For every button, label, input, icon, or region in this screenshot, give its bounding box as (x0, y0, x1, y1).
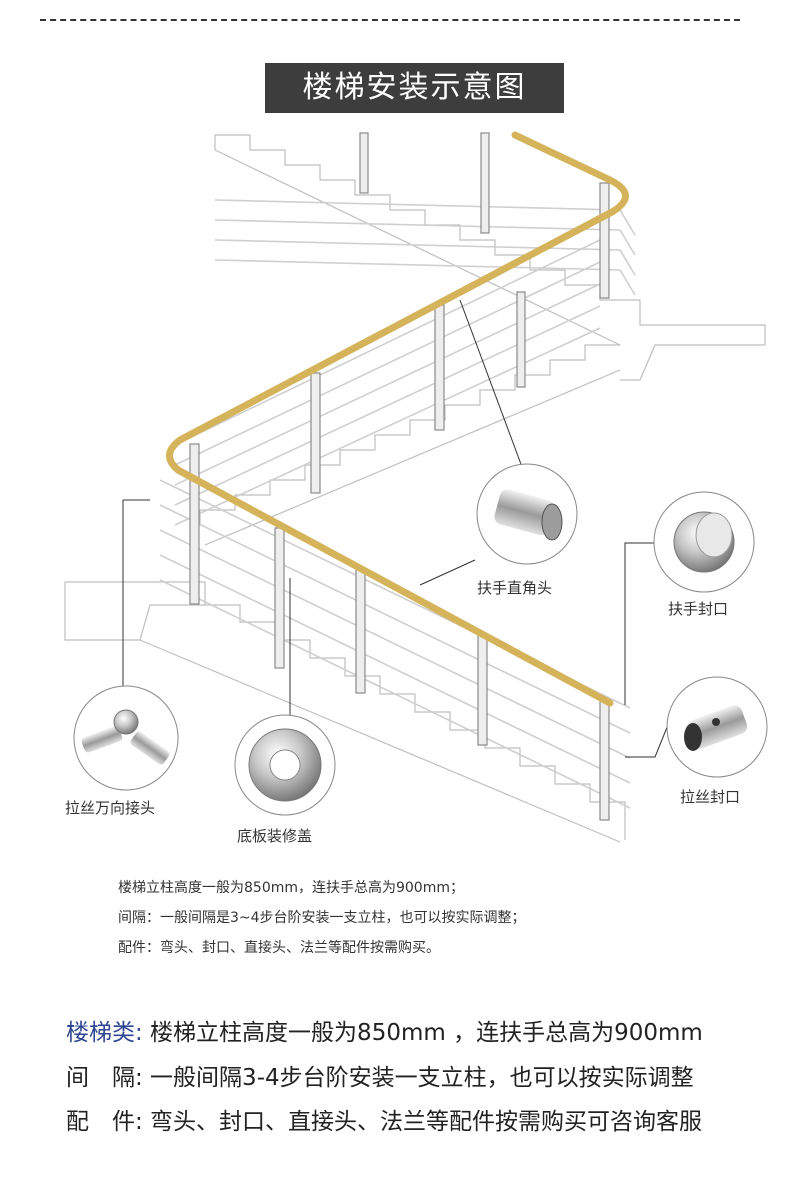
part-label-universal: 拉丝万向接头 (65, 799, 156, 817)
part-label-baseplate: 底板装修盖 (237, 827, 313, 845)
part-elbow-image (476, 463, 578, 565)
spec-row-spacing: 间 隔: 一般间隔3-4步台阶安装一支立柱，也可以按实际调整 (66, 1058, 694, 1092)
leader-lines (122, 299, 671, 758)
infill-wires (159, 199, 636, 809)
spec-text: 一般间隔3-4步台阶安装一支立柱，也可以按实际调整 (142, 1065, 694, 1091)
note-height: 楼梯立柱高度一般为850mm，连扶手总高为900mm； (118, 880, 464, 896)
top-dashed-divider (40, 19, 740, 21)
page-title: 楼梯安装示意图 (265, 63, 564, 113)
part-universal-image (73, 685, 179, 791)
part-baseplate-image (234, 714, 336, 816)
spec-key: 楼梯类: (66, 1020, 143, 1046)
spec-row-stairs: 楼梯类: 楼梯立柱高度一般为850mm ，连扶手总高为900mm (66, 1013, 703, 1047)
spec-row-accessories: 配 件: 弯头、封口、直接头、法兰等配件按需购买可咨询客服 (66, 1102, 702, 1136)
part-label-wirecap: 拉丝封口 (680, 788, 741, 806)
spec-key: 配 件: (66, 1109, 143, 1135)
part-label-elbow: 扶手直角头 (477, 579, 553, 597)
note-accessories: 配件：弯头、封口、直接头、法兰等配件按需购买。 (118, 940, 440, 956)
note-spacing: 间隔：一般间隔是3~4步台阶安装一支立柱，也可以按实际调整； (118, 910, 526, 926)
part-wirecap-image (666, 676, 768, 778)
spec-key: 间 隔: (66, 1065, 143, 1091)
part-label-endcap: 扶手封口 (668, 600, 729, 618)
handrail (166, 131, 629, 707)
spec-text: 楼梯立柱高度一般为850mm ，连扶手总高为900mm (142, 1020, 703, 1046)
posts (189, 132, 610, 821)
part-endcap-image (653, 491, 755, 593)
spec-text: 弯头、封口、直接头、法兰等配件按需购买可咨询客服 (142, 1109, 703, 1135)
